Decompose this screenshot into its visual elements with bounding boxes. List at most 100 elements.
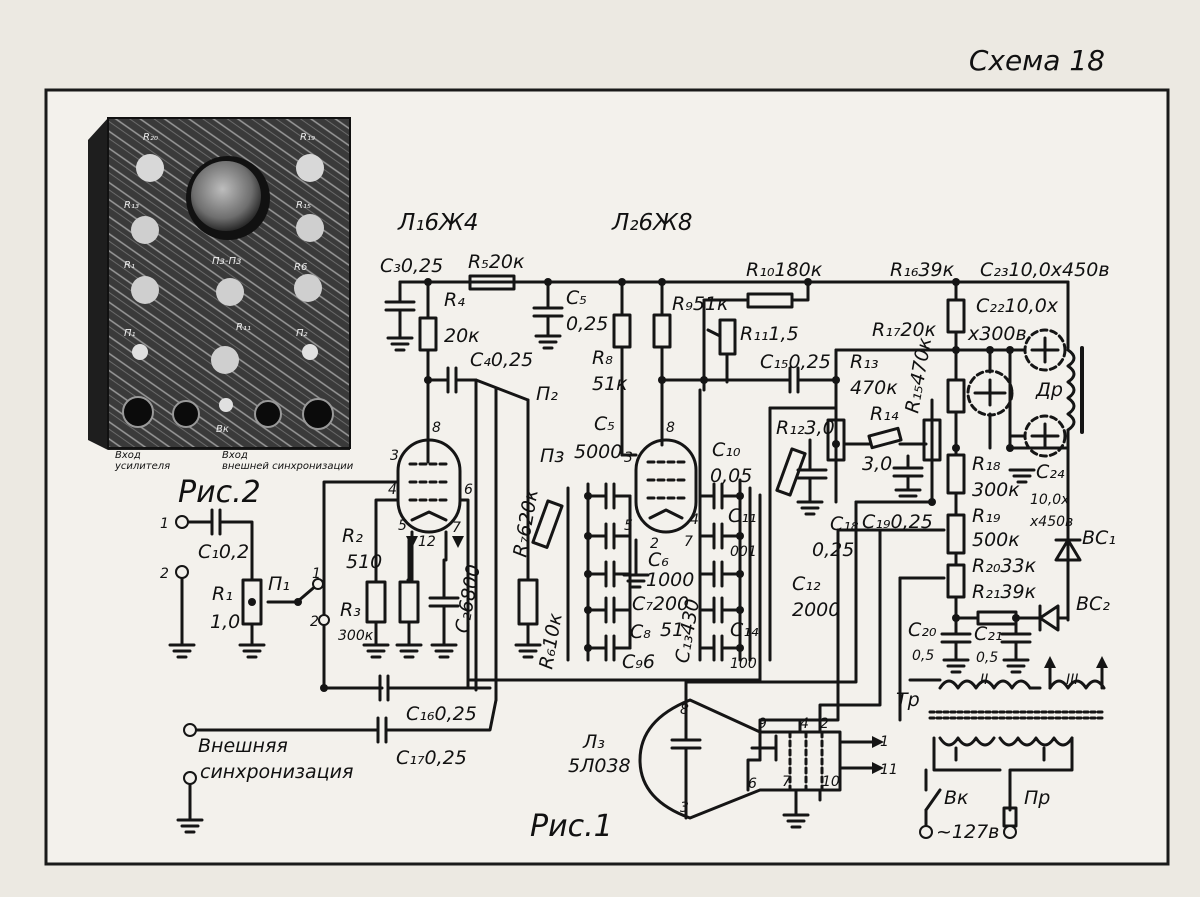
l3-pin-8: 8 bbox=[680, 702, 689, 718]
label-bc2: ВС₂ bbox=[1076, 593, 1110, 615]
l3-pin-10: 10 bbox=[822, 774, 840, 790]
photo-caption-amp-2: усилителя bbox=[114, 461, 170, 472]
label-r1: R₁ bbox=[212, 583, 233, 605]
l3-pin-7: 7 bbox=[782, 774, 791, 790]
label-p3: Пз bbox=[540, 445, 564, 467]
label-r13: R₁₃ bbox=[850, 351, 878, 373]
label-r14: R₁₄ bbox=[870, 403, 899, 425]
photo-label-vk: Вк bbox=[216, 424, 229, 435]
label-r12: R₁₂3,0 bbox=[776, 417, 835, 439]
crt-screen-photo bbox=[191, 161, 261, 231]
fig2-input-2: 2 bbox=[160, 566, 169, 582]
label-c22: C₂₂10,0х bbox=[976, 295, 1059, 317]
label-c21: C₂₁ bbox=[974, 623, 1003, 645]
label-c18-value: 0,25 bbox=[812, 539, 854, 561]
photo-label-r6: R6 bbox=[294, 262, 307, 273]
photo-label-r13: R₁₃ bbox=[124, 200, 139, 211]
label-c5-value: 0,25 bbox=[566, 313, 608, 335]
tube-l3-type: 5Л038 bbox=[568, 755, 631, 777]
photo-label-p3: Пз-Пз bbox=[212, 256, 241, 267]
l1-pin-6: 6 bbox=[464, 482, 473, 498]
label-c20: C₂₀ bbox=[908, 619, 937, 641]
label-c12-value: 2000 bbox=[792, 599, 840, 621]
l3-pin-2: 2 bbox=[820, 716, 829, 732]
label-r9: R₉51к bbox=[672, 293, 729, 315]
label-r5: R₅20к bbox=[468, 251, 525, 273]
label-c8-value: 51 bbox=[660, 619, 684, 641]
p1-pos-1: 1 bbox=[312, 566, 321, 582]
label-c16: C₁₆0,25 bbox=[406, 703, 477, 725]
l3-pin-4: 4 bbox=[800, 716, 809, 732]
label-c24-voltage: х450в bbox=[1029, 514, 1073, 530]
label-bc1: ВС₁ bbox=[1082, 527, 1116, 549]
label-c14-value: 100 bbox=[730, 656, 757, 672]
l1-pin-12: 12 bbox=[418, 534, 436, 550]
label-c7: C₇200 bbox=[632, 593, 689, 615]
label-r13-value: 470к bbox=[850, 377, 898, 399]
label-r20: R₂₀33к bbox=[972, 555, 1037, 577]
sync-label-line-1: Внешняя bbox=[198, 735, 288, 757]
label-r11: R₁₁1,5 bbox=[740, 323, 799, 345]
label-r2-value: 510 bbox=[346, 551, 382, 573]
fig2-label: Рис.2 bbox=[178, 475, 261, 510]
label-c24: C₂₄ bbox=[1036, 461, 1065, 483]
tube-l3-name: Л₃ bbox=[582, 731, 605, 753]
label-c5: C₅ bbox=[566, 287, 587, 309]
fig1-label: Рис.1 bbox=[530, 809, 613, 844]
label-r3: R₃ bbox=[340, 599, 361, 621]
label-c19: C₁₉0,25 bbox=[862, 511, 933, 533]
photo-label-r20: R₂₀ bbox=[143, 132, 158, 143]
label-tr: Тр bbox=[896, 689, 920, 711]
photo-caption-amp-1: Вход bbox=[115, 450, 141, 461]
label-c5-bank-value: 5000 bbox=[574, 441, 622, 463]
label-c12: C₁₂ bbox=[792, 573, 821, 595]
label-winding-2: II bbox=[980, 672, 988, 688]
l3-pin-3: 3 bbox=[680, 800, 689, 816]
label-r4: R₄ bbox=[444, 289, 465, 311]
sync-label-line-2: синхронизация bbox=[200, 761, 353, 783]
label-c24-value: 10,0х bbox=[1030, 492, 1070, 508]
device-photo: R₂₀ R₁₉ R₁₃ R₁₅ R₁ Пз-Пз R6 R₁₁ П₁ П₂ Вк bbox=[88, 118, 350, 450]
label-mains: ~127в bbox=[936, 821, 999, 843]
label-c1: C₁0,2 bbox=[198, 541, 249, 563]
label-r10: R₁₀180к bbox=[746, 259, 823, 281]
tube-l1-label: Л₁6Ж4 bbox=[397, 210, 479, 236]
label-c5-bank: C₅ bbox=[594, 413, 615, 435]
label-r4-value: 20к bbox=[444, 325, 480, 347]
photo-caption-sync-1: Вход bbox=[222, 450, 248, 461]
label-r8: R₈ bbox=[592, 347, 613, 369]
label-r18: R₁₈ bbox=[972, 453, 1001, 475]
label-r18-value: 300к bbox=[972, 479, 1020, 501]
label-c14: C₁₄ bbox=[730, 619, 759, 641]
label-pr: Пр bbox=[1024, 787, 1050, 809]
l2-pin-4: 4 bbox=[690, 512, 699, 528]
label-r19: R₁₉ bbox=[972, 505, 1001, 527]
photo-label-r1: R₁ bbox=[124, 260, 135, 271]
label-r17: R₁₇20к bbox=[872, 319, 937, 341]
l1-pin-7: 7 bbox=[452, 520, 461, 536]
photo-label-r15: R₁₅ bbox=[296, 200, 311, 211]
scheme-title: Схема 18 bbox=[969, 44, 1105, 77]
label-c10-value: 0,05 bbox=[710, 465, 752, 487]
l2-pin-2: 2 bbox=[650, 536, 659, 552]
label-c18: C₁₈ bbox=[830, 513, 859, 535]
l3-pin-9: 9 bbox=[758, 716, 767, 732]
label-c23: C₂₃10,0х450в bbox=[980, 259, 1110, 281]
label-r19-value: 500к bbox=[972, 529, 1020, 551]
l1-pin-8: 8 bbox=[432, 420, 441, 436]
label-c15: C₁₅0,25 bbox=[760, 351, 831, 373]
label-r21: R₂₁39к bbox=[972, 581, 1037, 603]
l2-pin-8: 8 bbox=[666, 420, 675, 436]
p1-pos-2: 2 bbox=[310, 614, 319, 630]
l3-pin-1: 1 bbox=[880, 734, 889, 750]
label-c6-value: 1000 bbox=[646, 569, 694, 591]
l3-pin-6: 6 bbox=[748, 776, 757, 792]
label-r14-value: 3,0 bbox=[862, 453, 892, 475]
l1-pin-5: 5 bbox=[398, 518, 407, 534]
fig2-input-1: 1 bbox=[160, 516, 169, 532]
label-c17: C₁₇0,25 bbox=[396, 747, 467, 769]
label-c10: C₁₀ bbox=[712, 439, 741, 461]
label-p2: П₂ bbox=[536, 383, 558, 405]
